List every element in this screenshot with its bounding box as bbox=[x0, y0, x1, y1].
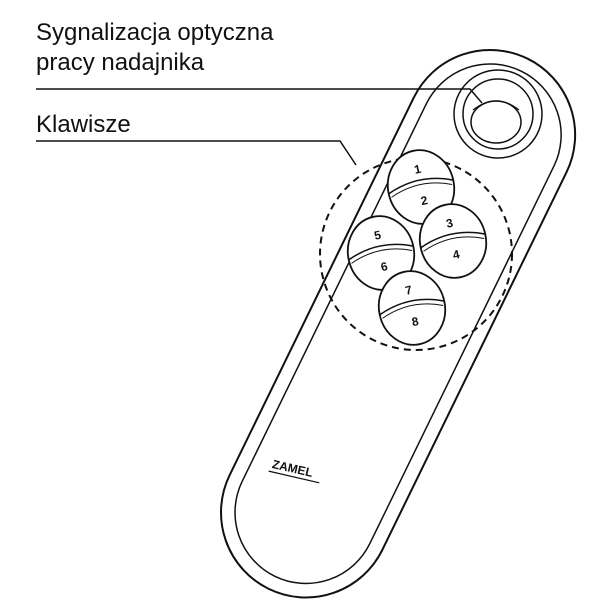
led-lens bbox=[453, 69, 543, 159]
remote-body bbox=[220, 48, 577, 599]
label-optical-signal-line1: Sygnalizacja optyczna bbox=[36, 19, 274, 46]
leader-line-signal bbox=[36, 88, 483, 104]
label-keys: Klawisze bbox=[36, 111, 131, 138]
label-optical-signal-line2: pracy nadajnika bbox=[36, 49, 205, 76]
key-pair-4: 78 bbox=[377, 270, 447, 346]
key-2[interactable]: 2 bbox=[420, 193, 430, 208]
keys-dashed-circle bbox=[319, 157, 513, 351]
key-pair-3: 56 bbox=[346, 215, 416, 291]
key-pair-2: 34 bbox=[418, 203, 488, 279]
key-5[interactable]: 5 bbox=[373, 228, 383, 243]
key-1[interactable]: 1 bbox=[413, 162, 423, 177]
key-4[interactable]: 4 bbox=[452, 247, 462, 262]
key-pair-1: 12 bbox=[386, 149, 456, 225]
key-7[interactable]: 7 bbox=[404, 283, 414, 298]
key-8[interactable]: 8 bbox=[411, 314, 421, 329]
key-3[interactable]: 3 bbox=[445, 216, 455, 231]
label-optical-signal: Sygnalizacja optyczna pracy nadajnika bbox=[36, 18, 273, 78]
leader-line-keys bbox=[36, 140, 357, 166]
key-6[interactable]: 6 bbox=[380, 259, 390, 274]
